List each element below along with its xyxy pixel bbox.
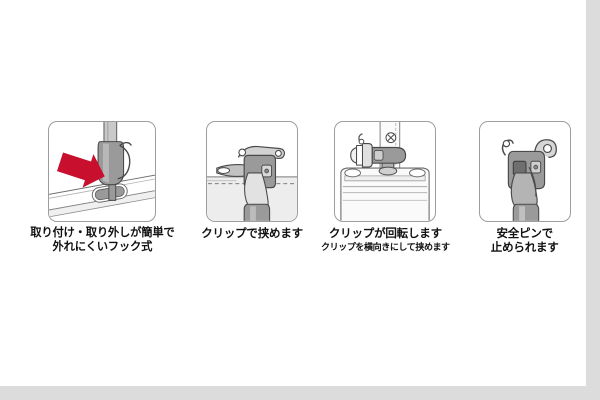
caption-hook-attach: 取り付け・取り外しが簡単で 外れにくいフック式 xyxy=(30,227,174,255)
caption-line-1: 取り付け・取り外しが簡単で xyxy=(30,227,175,239)
red-arrow-icon xyxy=(57,152,106,188)
caption-line-2: 外れにくいフック式 xyxy=(52,240,153,253)
illustration-hook-attach xyxy=(49,122,156,220)
caption-safety-pin: 安全ピンで 止められます xyxy=(491,227,559,255)
feature-panel-hook-attach: 取り付け・取り外しが簡単で 外れにくいフック式 xyxy=(26,121,179,255)
caption-line-1: クリップで挟めます xyxy=(201,228,303,240)
caption-subtext: クリップを横向きにして挟めます xyxy=(321,242,450,253)
page-canvas: 取り付け・取り外しが簡単で 外れにくいフック式 xyxy=(0,0,586,386)
caption-clip-rotate: クリップが回転します クリップを横向きにして挟めます xyxy=(321,227,450,253)
illustration-safety-pin xyxy=(501,139,557,221)
illustration-clip-rotate xyxy=(340,122,431,221)
illustration-frame-clip-rotate xyxy=(334,121,437,222)
caption-clip-pinch: クリップで挟めます xyxy=(201,227,303,241)
caption-line-1: クリップが回転します xyxy=(328,228,442,240)
illustration-clip-pinch xyxy=(207,145,298,221)
illustration-frame-clip-pinch xyxy=(206,121,299,222)
caption-line-1: 安全ピンで xyxy=(496,228,553,240)
caption-line-2: 止められます xyxy=(490,242,559,255)
feature-panel-safety-pin: 安全ピンで 止められます xyxy=(463,121,586,255)
illustration-frame-hook-attach xyxy=(48,121,157,222)
feature-panel-row: 取り付け・取り外しが簡単で 外れにくいフック式 xyxy=(0,121,586,255)
illustration-frame-safety-pin xyxy=(478,121,571,222)
feature-panel-clip-pinch: クリップで挟めます xyxy=(191,121,314,241)
feature-panel-clip-rotate: クリップが回転します クリップを横向きにして挟めます xyxy=(319,121,451,253)
